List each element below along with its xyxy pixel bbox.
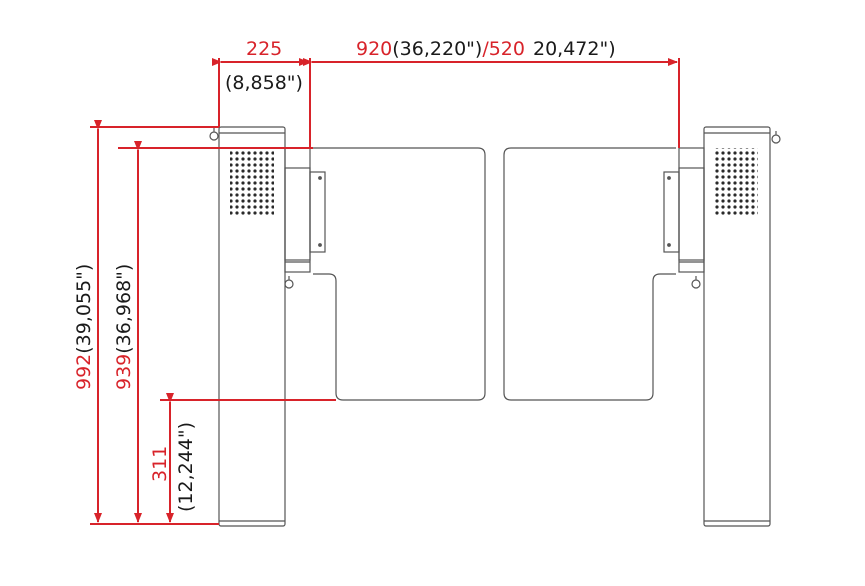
left-gate-panel xyxy=(313,147,486,401)
post-width-mm: 225 xyxy=(246,38,282,60)
total-height-inch: (39,055") xyxy=(73,264,95,354)
left-post-body xyxy=(218,126,286,527)
left-hinge xyxy=(284,147,311,273)
right-gate-panel xyxy=(503,147,676,401)
right-hinge xyxy=(678,147,705,273)
post-width-inch: (8,858") xyxy=(225,72,303,94)
gate-height-mm: 939 xyxy=(113,354,135,390)
passage-width-alt-inch: 20,472") xyxy=(533,38,616,60)
passage-width-inch: (36,220") xyxy=(392,38,482,60)
floor-clearance-mm: 311 xyxy=(149,446,171,482)
right-speaker-grille-icon xyxy=(714,148,758,216)
right-mount-plate xyxy=(663,171,680,253)
passage-width-mm: 920 xyxy=(356,38,392,60)
left-mount-plate xyxy=(309,171,326,253)
passage-width-alt-mm: /520 xyxy=(482,38,525,60)
left-speaker-grille-icon xyxy=(230,148,274,216)
total-height-label: 992(39,055") xyxy=(73,264,95,390)
floor-clearance-inch: (12,244") xyxy=(175,422,197,512)
passage-width-label: 920(36,220")/520 20,472") xyxy=(356,38,616,60)
total-height-mm: 992 xyxy=(73,354,95,390)
gate-height-inch: (36,968") xyxy=(113,264,135,354)
dimension-lines xyxy=(90,58,680,525)
right-lock-icon xyxy=(771,131,781,144)
right-post-body xyxy=(703,126,771,527)
gate-height-label: 939(36,968") xyxy=(113,264,135,390)
left-post xyxy=(209,126,326,527)
right-post xyxy=(663,126,781,527)
left-lock-icon xyxy=(209,128,219,141)
